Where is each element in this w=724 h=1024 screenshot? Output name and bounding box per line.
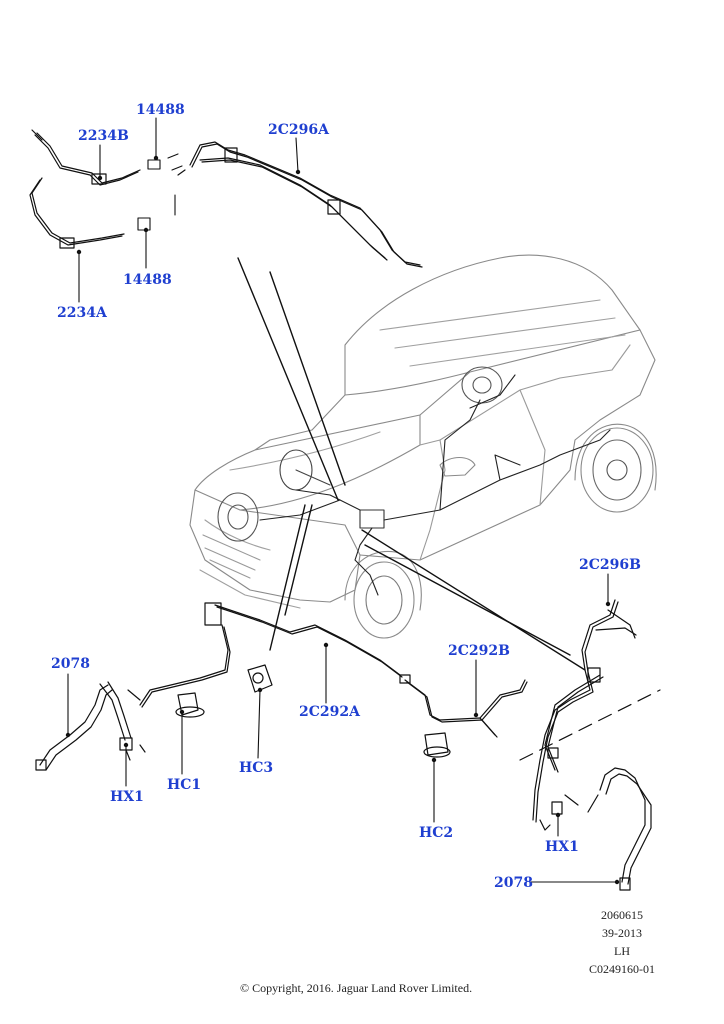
callout-2c296a: 2C296A	[268, 122, 329, 138]
callout-leaders	[67, 117, 618, 883]
callout-hx1-left: HX1	[110, 789, 144, 805]
pipe-2234a	[29, 177, 125, 249]
bracket-hx1-right	[551, 794, 579, 815]
fitting-14488	[137, 153, 183, 231]
callout-hc1: HC1	[167, 777, 202, 793]
zoom-leader-lines-lower	[269, 504, 586, 671]
callout-2234a: 2234A	[57, 305, 107, 321]
callout-2c296b: 2C296B	[579, 557, 641, 573]
callout-2078-right: 2078	[494, 875, 533, 891]
callout-14488-top: 14488	[136, 102, 185, 118]
callout-2234b: 2234B	[78, 128, 129, 144]
vehicle-brake-lines	[259, 374, 611, 596]
clip-hc1	[175, 692, 205, 718]
pipe-2234b	[31, 129, 141, 186]
pipe-2c292b	[399, 674, 528, 738]
copyright-notice: © Copyright, 2016. Jaguar Land Rover Lim…	[240, 981, 473, 995]
zoom-leader-lines	[237, 257, 346, 501]
callout-2c292a: 2C292A	[299, 704, 360, 720]
pipe-2c296b	[532, 599, 637, 831]
callout-14488-bottom: 14488	[123, 272, 172, 288]
drawing-reference: C0249160-01	[589, 962, 655, 976]
drawing-date: 39-2013	[602, 926, 642, 940]
hose-2078-right	[587, 767, 652, 891]
callout-hc3: HC3	[239, 760, 274, 776]
callout-2c292b: 2C292B	[448, 643, 510, 659]
clip-hc3	[247, 664, 273, 693]
dashed-reference-line	[519, 689, 661, 761]
hose-2078-left	[35, 681, 146, 771]
clip-hc2	[423, 732, 451, 758]
pipe-2c292a	[139, 602, 403, 708]
drawing-number: 2060615	[601, 908, 643, 922]
vehicle-illustration	[189, 254, 657, 639]
drawing-side: LH	[614, 944, 630, 958]
pipe-2c296a	[177, 141, 423, 268]
callout-2078-left: 2078	[51, 656, 90, 672]
callout-hx1-right: HX1	[545, 839, 579, 855]
callout-dots	[65, 155, 620, 885]
callout-hc2: HC2	[419, 825, 454, 841]
